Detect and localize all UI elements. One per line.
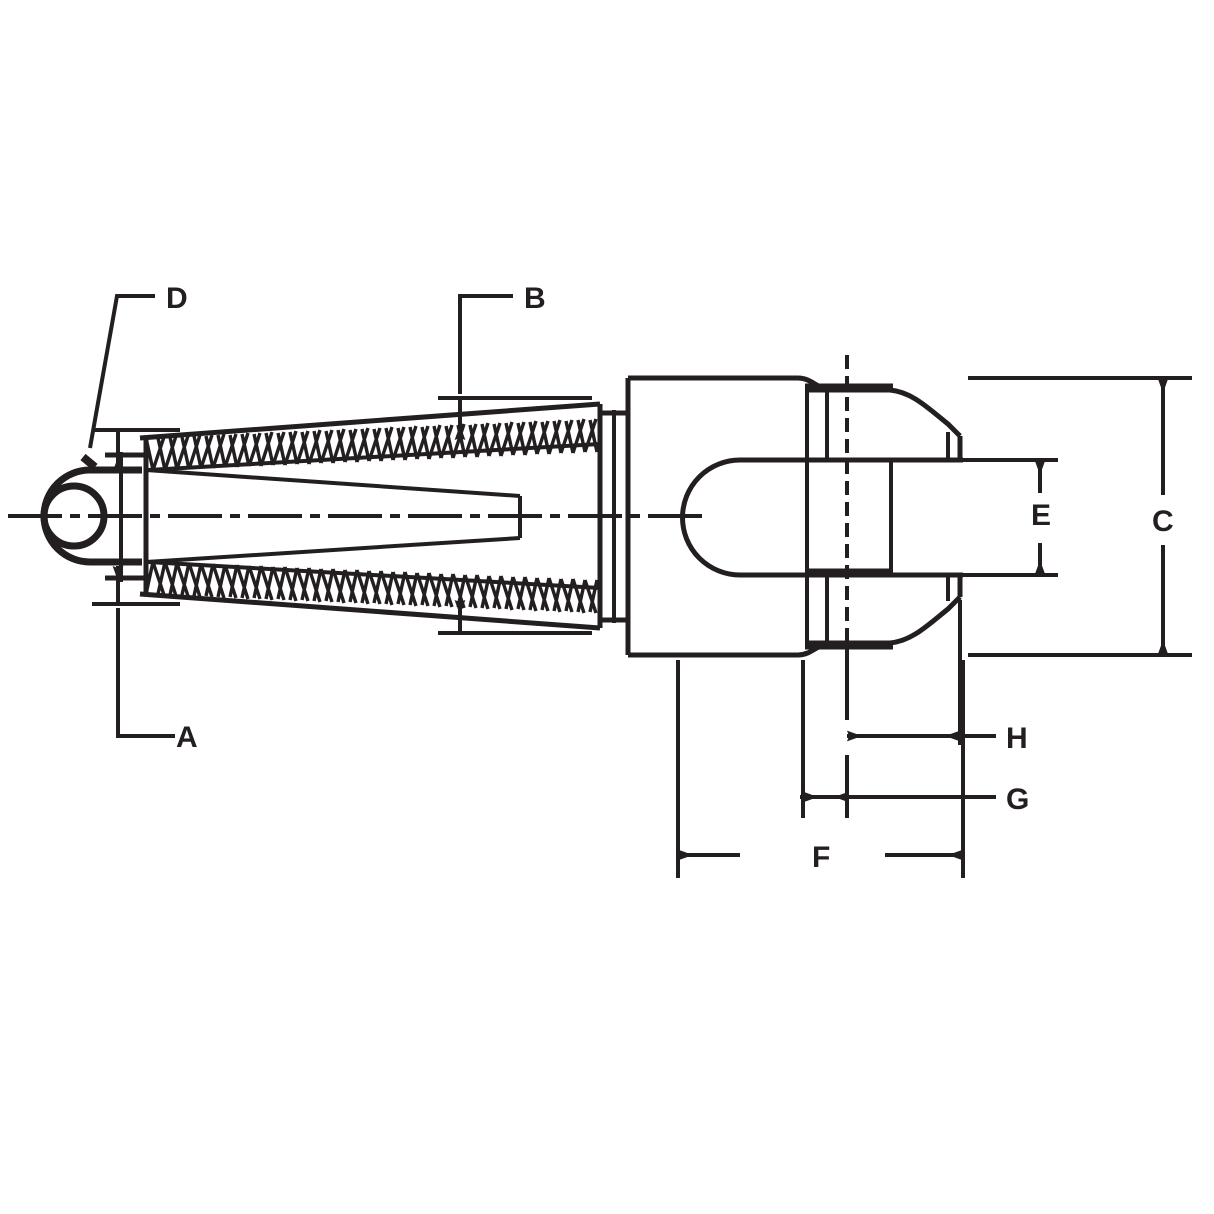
- dimension-label-B: B: [524, 282, 546, 315]
- dimension-F: [676, 660, 965, 878]
- eye-loop: [40, 453, 142, 566]
- dimension-H: [845, 600, 996, 745]
- dimension-label-G: G: [1006, 783, 1029, 816]
- dimension-E: [963, 458, 1058, 577]
- dimension-label-E: E: [1031, 499, 1051, 532]
- thread-teeth-lower: [144, 561, 599, 614]
- dimension-C: [968, 376, 1192, 657]
- dimension-A: [92, 428, 180, 738]
- dimension-B: [438, 294, 592, 635]
- dimension-label-D: D: [166, 282, 188, 315]
- dimension-G: [800, 660, 996, 818]
- dimension-label-C: C: [1152, 505, 1174, 538]
- dimension-D: [88, 294, 155, 449]
- dimension-label-A: A: [176, 721, 198, 754]
- thread-teeth-upper: [144, 418, 599, 471]
- tapered-thread: [139, 401, 603, 631]
- dimension-label-H: H: [1006, 722, 1028, 755]
- dimension-label-F: F: [812, 841, 830, 874]
